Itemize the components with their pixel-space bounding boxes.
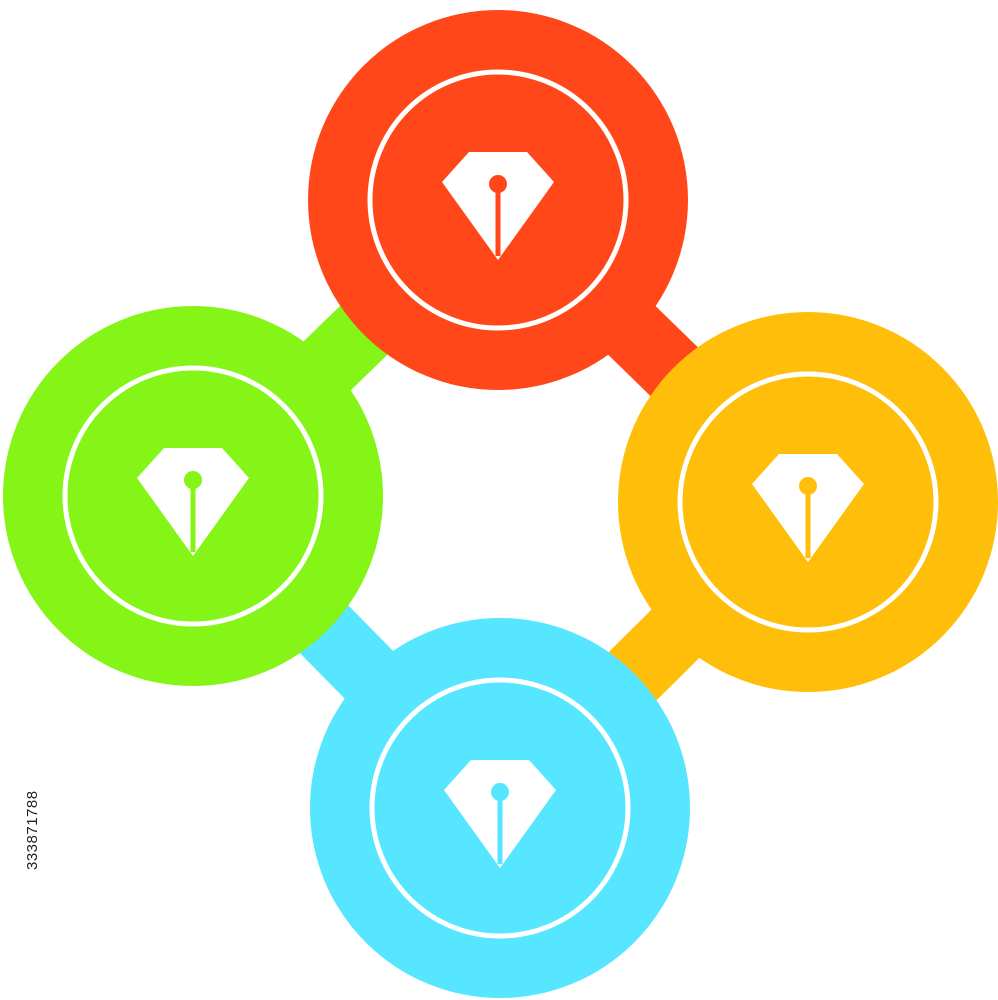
pen-nib-icon	[137, 448, 249, 556]
node-bottom	[310, 618, 690, 998]
pen-nib-icon	[752, 454, 864, 562]
node-right-ring	[677, 371, 939, 633]
pen-nib-icon	[444, 760, 556, 868]
nodes	[3, 10, 998, 998]
pen-nib-icon	[442, 152, 554, 260]
node-bottom-ring	[369, 677, 631, 939]
node-left-ring	[62, 365, 324, 627]
node-top-ring	[367, 69, 629, 331]
node-left	[3, 306, 383, 686]
node-right	[618, 312, 998, 692]
node-top	[308, 10, 688, 390]
